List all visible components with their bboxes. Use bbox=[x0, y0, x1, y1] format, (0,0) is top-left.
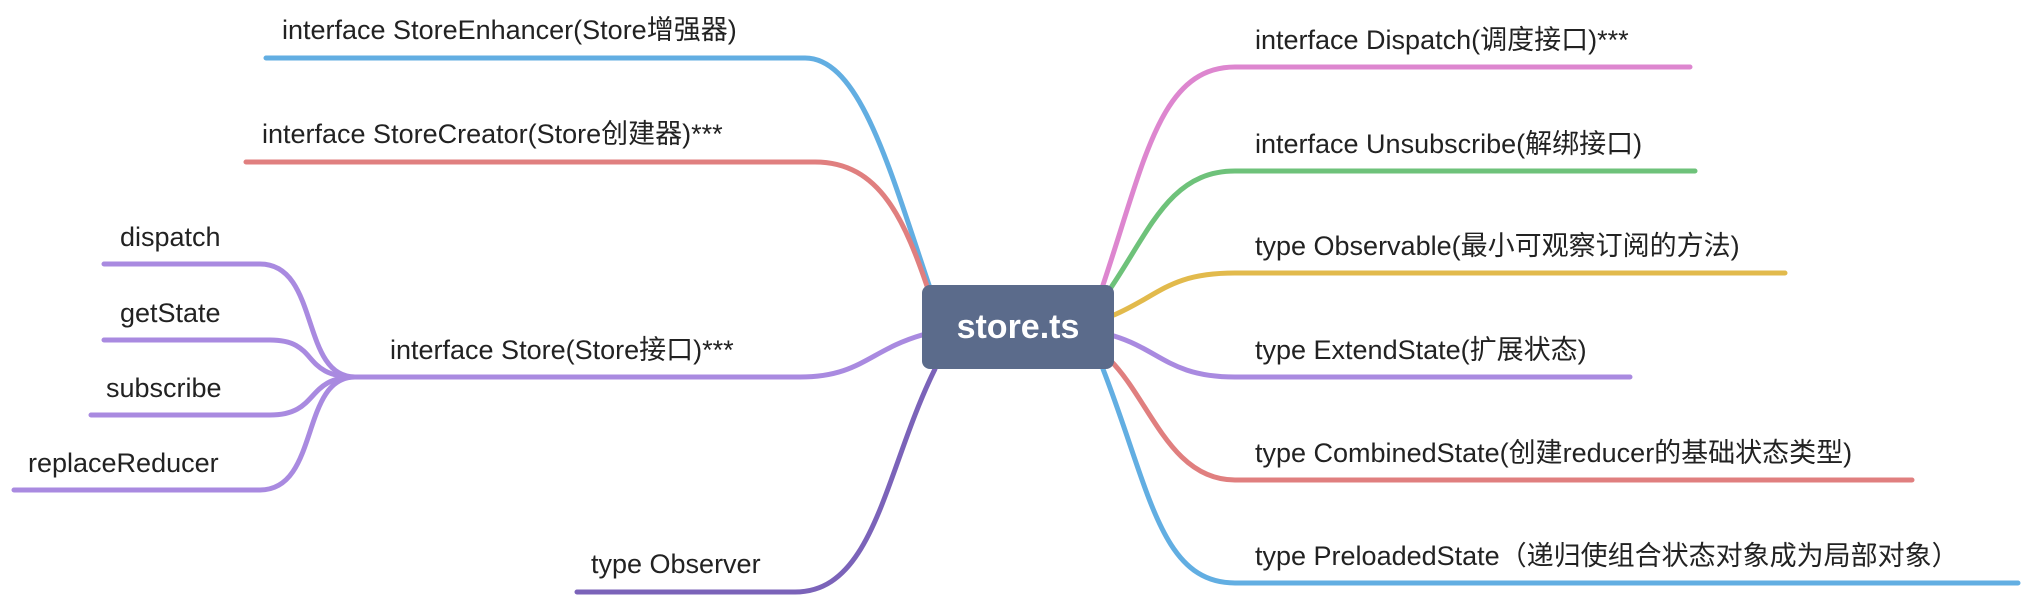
node-observable[interactable]: type Observable(最小可观察订阅的方法) bbox=[1255, 231, 1740, 261]
node-store-interface[interactable]: interface Store(Store接口)*** bbox=[390, 335, 734, 365]
connector-getstate bbox=[101, 337, 358, 380]
root-node[interactable]: store.ts bbox=[922, 285, 1114, 369]
node-combinedstate[interactable]: type CombinedState(创建reducer的基础状态类型) bbox=[1255, 438, 1853, 468]
connector-store bbox=[352, 332, 925, 380]
node-extendstate[interactable]: type ExtendState(扩展状态) bbox=[1255, 335, 1587, 365]
node-observer[interactable]: type Observer bbox=[591, 549, 761, 579]
connector-observable bbox=[1111, 270, 1788, 318]
connector-creator bbox=[243, 159, 933, 298]
connector-replacereducer bbox=[11, 374, 358, 493]
connector-extendstate bbox=[1111, 333, 1633, 380]
node-replacereducer[interactable]: replaceReducer bbox=[28, 448, 219, 478]
node-store-creator[interactable]: interface StoreCreator(Store创建器)*** bbox=[262, 119, 723, 149]
node-store-enhancer[interactable]: interface StoreEnhancer(Store增强器) bbox=[282, 15, 737, 45]
node-dispatch-interface[interactable]: interface Dispatch(调度接口)*** bbox=[1255, 25, 1629, 55]
connector-preloadedstate bbox=[1100, 366, 2021, 586]
connector-combinedstate bbox=[1107, 357, 1915, 483]
node-subscribe[interactable]: subscribe bbox=[106, 373, 222, 403]
root-label: store.ts bbox=[956, 307, 1080, 346]
connector-enhancer bbox=[263, 55, 933, 291]
connector-dispatch-iface bbox=[1100, 64, 1693, 288]
connector-unsubscribe bbox=[1107, 168, 1698, 292]
connector-observer bbox=[574, 366, 938, 595]
node-dispatch[interactable]: dispatch bbox=[120, 222, 221, 252]
connector-dispatch bbox=[101, 261, 358, 380]
node-getstate[interactable]: getState bbox=[120, 298, 221, 328]
node-unsubscribe[interactable]: interface Unsubscribe(解绑接口) bbox=[1255, 129, 1643, 159]
node-preloadedstate[interactable]: type PreloadedState（递归使组合状态对象成为局部对象） bbox=[1255, 541, 1959, 571]
